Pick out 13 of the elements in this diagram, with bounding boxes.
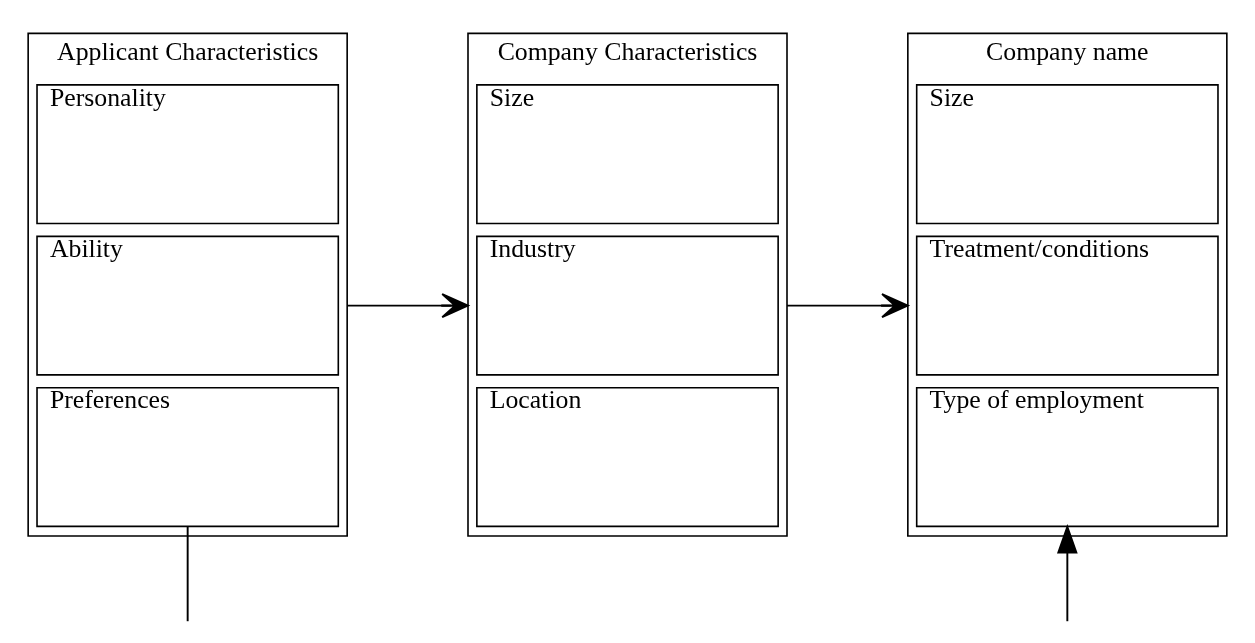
node-box: Size — [476, 84, 779, 225]
node-box: Industry — [476, 235, 779, 376]
arrow — [786, 293, 909, 319]
node-box: Type of employment — [915, 386, 1219, 528]
node-box: Location — [476, 386, 779, 528]
arrow — [346, 293, 469, 319]
node-box: Ability — [36, 235, 340, 376]
arrow — [1056, 523, 1078, 623]
node-box: Preferences — [36, 386, 340, 528]
connector — [186, 525, 189, 623]
node-box: Treatment/conditions — [915, 235, 1219, 376]
node-box: Personality — [36, 84, 340, 225]
node-box: Size — [915, 84, 1219, 225]
